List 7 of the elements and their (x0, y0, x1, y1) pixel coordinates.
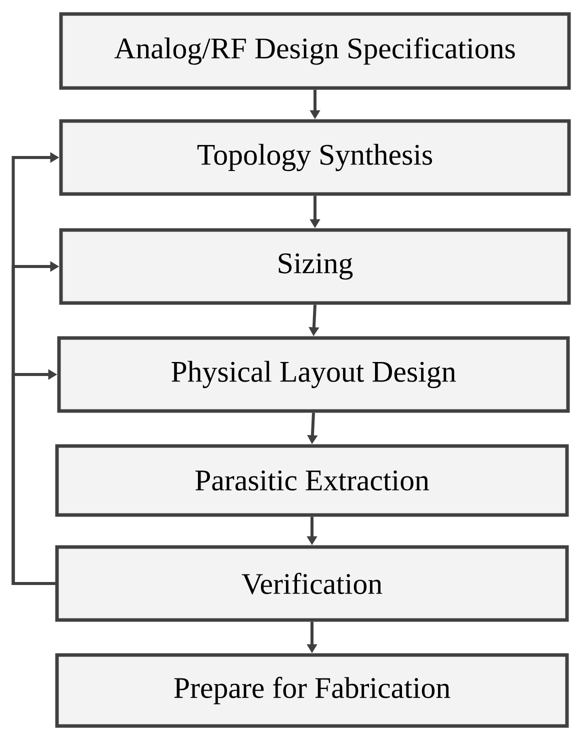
process-box: Sizing (59, 228, 571, 305)
process-box: Parasitic Extraction (55, 444, 569, 517)
process-box: Prepare for Fabrication (55, 653, 569, 728)
process-box: Topology Synthesis (59, 119, 571, 196)
process-box: Analog/RF Design Specifications (59, 12, 571, 90)
process-box: Verification (55, 545, 569, 622)
process-box: Physical Layout Design (57, 336, 570, 413)
